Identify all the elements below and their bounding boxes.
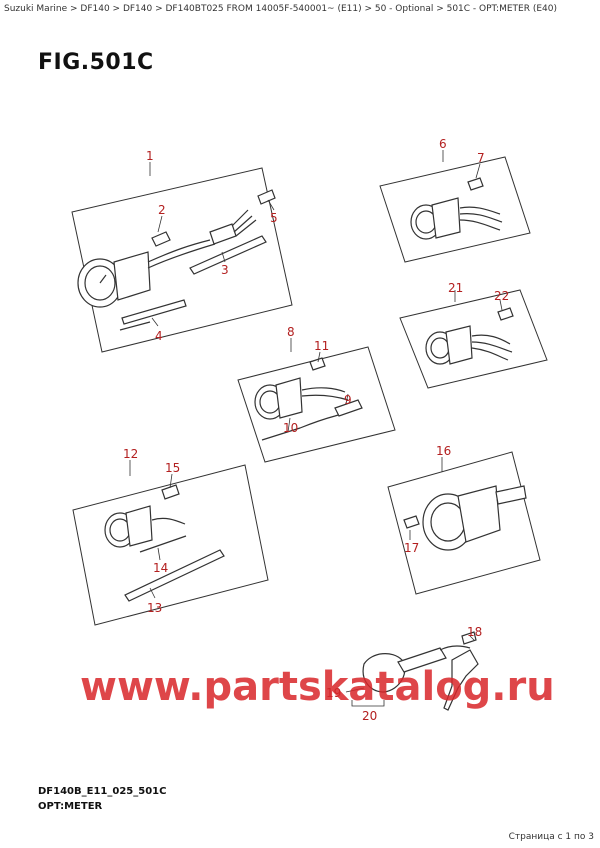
- meter-assembly-21: [425, 307, 514, 365]
- callout-18: 18: [467, 625, 482, 639]
- callout-22: 22: [494, 289, 509, 303]
- meter-assembly-8: [254, 357, 363, 441]
- callout-1: 1: [146, 149, 154, 163]
- group-box-8: [237, 346, 396, 463]
- callout-2: 2: [158, 203, 166, 217]
- meter-assembly-6: [410, 177, 503, 240]
- callout-14: 14: [153, 561, 168, 575]
- callout-8: 8: [287, 325, 295, 339]
- leader-lines: [129, 150, 503, 707]
- watermark: www.partskatalog.ru: [80, 664, 555, 710]
- callout-12: 12: [123, 447, 138, 461]
- callout-5: 5: [270, 211, 278, 225]
- callout-9: 9: [344, 393, 352, 407]
- trim-sender-assembly: [362, 631, 479, 711]
- breadcrumb[interactable]: Suzuki Marine > DF140 > DF140 > DF140BT0…: [4, 4, 558, 14]
- callout-11: 11: [314, 339, 329, 353]
- callout-15: 15: [165, 461, 180, 475]
- callout-16: 16: [436, 444, 451, 458]
- meter-assembly-16: [403, 485, 527, 551]
- group-box-6: [379, 156, 531, 263]
- callout-10: 10: [283, 421, 298, 435]
- group-box-12: [72, 464, 269, 626]
- page-count: Страница с 1 по 3: [508, 832, 594, 842]
- callout-13: 13: [147, 601, 162, 615]
- diagram-code: DF140B_E11_025_501C: [38, 786, 167, 797]
- callout-3: 3: [221, 263, 229, 277]
- group-box-16: [387, 451, 541, 595]
- meter-assembly-1: [77, 189, 276, 331]
- diagram-name: OPT:METER: [38, 801, 103, 812]
- callout-21: 21: [448, 281, 463, 295]
- figure-title: FIG.501C: [38, 50, 154, 75]
- callout-7: 7: [477, 151, 485, 165]
- callout-20: 20: [362, 709, 377, 723]
- meter-assembly-12: [104, 484, 225, 602]
- group-box-21: [399, 289, 548, 389]
- callout-6: 6: [439, 137, 447, 151]
- callout-4: 4: [155, 329, 163, 343]
- callout-17: 17: [404, 541, 419, 555]
- callout-19: 19: [326, 686, 341, 700]
